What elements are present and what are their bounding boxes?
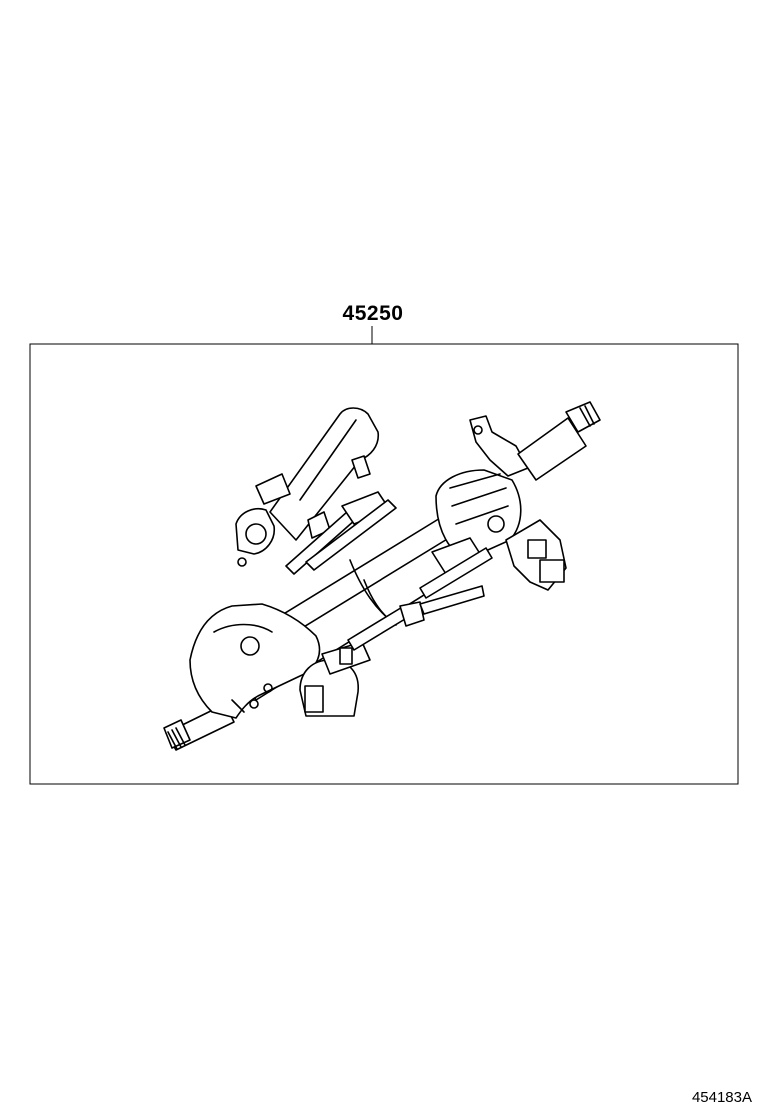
- assembly-frame: [29, 343, 739, 785]
- tilt-link-rod: [347, 585, 485, 651]
- lock-bracket: [235, 407, 380, 567]
- upper-spline-shaft: [517, 401, 601, 481]
- upper-bracket: [469, 415, 567, 591]
- lower-bracket: [189, 603, 321, 719]
- telescopic-rails: [285, 491, 493, 599]
- upper-housing: [435, 469, 522, 559]
- tilt-motor: [299, 641, 371, 717]
- steering-column-assembly: [163, 401, 601, 751]
- part-number-label: 45250: [342, 302, 404, 325]
- lower-spline-shaft: [163, 703, 235, 751]
- reference-code: 454183A: [691, 1089, 752, 1106]
